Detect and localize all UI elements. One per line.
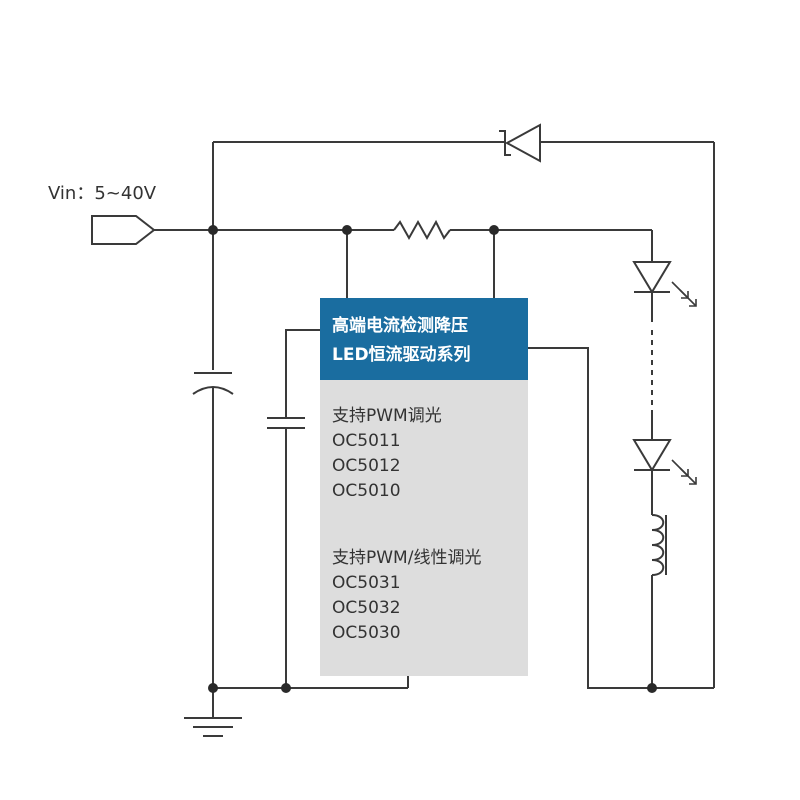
junction-dot bbox=[342, 225, 352, 235]
group-2-part-3: OC5030 bbox=[332, 623, 401, 643]
group-2-title: 支持PWM/线性调光 bbox=[332, 548, 481, 568]
sense-resistor bbox=[393, 219, 451, 241]
schottky-diode bbox=[499, 123, 541, 163]
group-2-part-1: OC5031 bbox=[332, 573, 401, 593]
led-1 bbox=[632, 261, 697, 307]
chip-switch-pin-wire bbox=[528, 347, 714, 689]
group-1-part-1: OC5011 bbox=[332, 431, 401, 451]
group-1-part-2: OC5012 bbox=[332, 456, 401, 476]
junction-dot bbox=[281, 683, 291, 693]
group-1-part-3: OC5010 bbox=[332, 481, 401, 501]
chip-header bbox=[320, 298, 528, 380]
group-2-part-2: OC5032 bbox=[332, 598, 401, 618]
junction-dot bbox=[208, 225, 218, 235]
ground-symbol bbox=[184, 717, 242, 737]
group-1-title: 支持PWM调光 bbox=[332, 406, 442, 426]
input-cap-plate-bottom bbox=[192, 386, 234, 395]
chip-header-line-1: 高端电流检测降压 bbox=[332, 315, 468, 336]
inductor bbox=[651, 514, 665, 576]
chip-left-pin-wire bbox=[285, 329, 321, 418]
led-2 bbox=[632, 439, 697, 485]
junction-dot bbox=[208, 683, 218, 693]
vin-terminal bbox=[91, 215, 156, 245]
junction-dot bbox=[647, 683, 657, 693]
vin-label: Vin：5~40V bbox=[48, 183, 157, 204]
chip-header-line-2: LED恒流驱动系列 bbox=[332, 344, 471, 365]
junction-dot bbox=[489, 225, 499, 235]
